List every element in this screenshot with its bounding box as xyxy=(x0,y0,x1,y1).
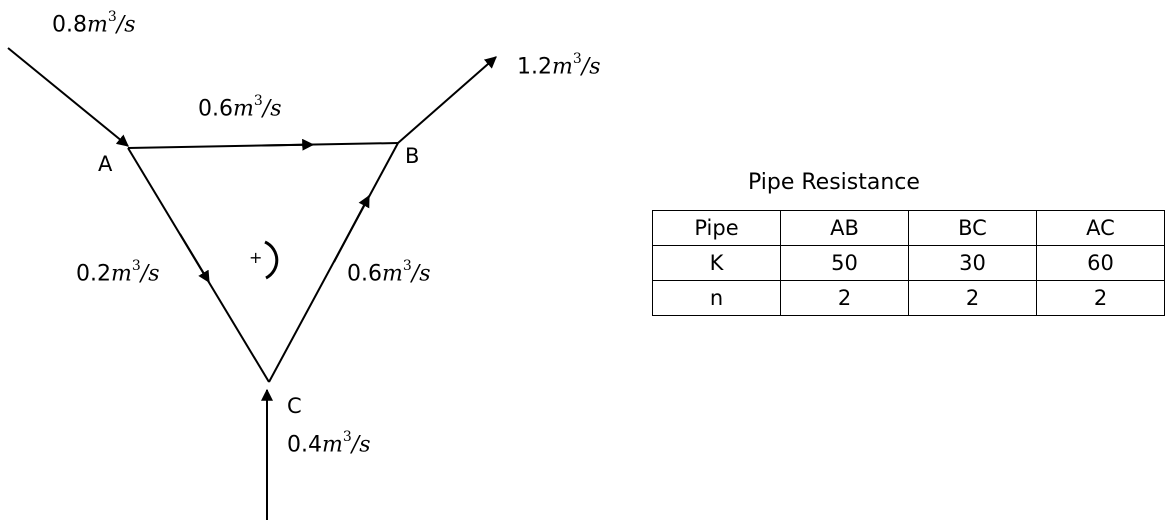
node-c-label: C xyxy=(287,394,302,418)
node-b-label: B xyxy=(405,144,420,168)
outlet-flow-b-label: 1.2m3/s xyxy=(517,51,601,80)
loop-direction-arc xyxy=(264,240,279,280)
table-cell: AB xyxy=(780,210,909,246)
table-row: n 2 2 2 xyxy=(652,280,1165,316)
table-row: K 50 30 60 xyxy=(652,245,1165,281)
table-cell: 2 xyxy=(1036,280,1165,316)
pipe-bc-flow-label: 0.6m3/s xyxy=(347,258,431,287)
table-row: Pipe AB BC AC xyxy=(652,210,1165,246)
pipe-ac-flow-arrow xyxy=(179,233,210,284)
pipe-ab-flow-arrow xyxy=(261,138,315,151)
table-cell: n xyxy=(652,280,781,316)
inlet-pipe-a xyxy=(7,47,129,147)
inlet-flow-c-label: 0.4m3/s xyxy=(287,429,371,458)
table-cell: 60 xyxy=(1036,245,1165,281)
outlet-pipe-b xyxy=(397,56,497,144)
table-cell: AC xyxy=(1036,210,1165,246)
table-cell: 2 xyxy=(780,280,909,316)
pipe-bc xyxy=(268,142,399,383)
table-cell: 50 xyxy=(780,245,909,281)
pipe-ac-flow-label: 0.2m3/s xyxy=(76,258,160,287)
loop-sign-label: + xyxy=(249,248,263,267)
pipe-bc-flow-arrow xyxy=(333,194,370,263)
inlet-flow-a-label: 0.8m3/s xyxy=(52,9,136,38)
pipe-ab-flow-label: 0.6m3/s xyxy=(198,93,282,122)
table-cell: 30 xyxy=(908,245,1037,281)
table-cell: Pipe xyxy=(652,210,781,246)
table-cell: K xyxy=(652,245,781,281)
table-title: Pipe Resistance xyxy=(748,170,920,195)
table-cell: 2 xyxy=(908,280,1037,316)
table-cell: BC xyxy=(908,210,1037,246)
node-a-label: A xyxy=(98,152,113,176)
pipe-resistance-table: Pipe AB BC AC K 50 30 60 n 2 2 2 xyxy=(652,210,1165,316)
